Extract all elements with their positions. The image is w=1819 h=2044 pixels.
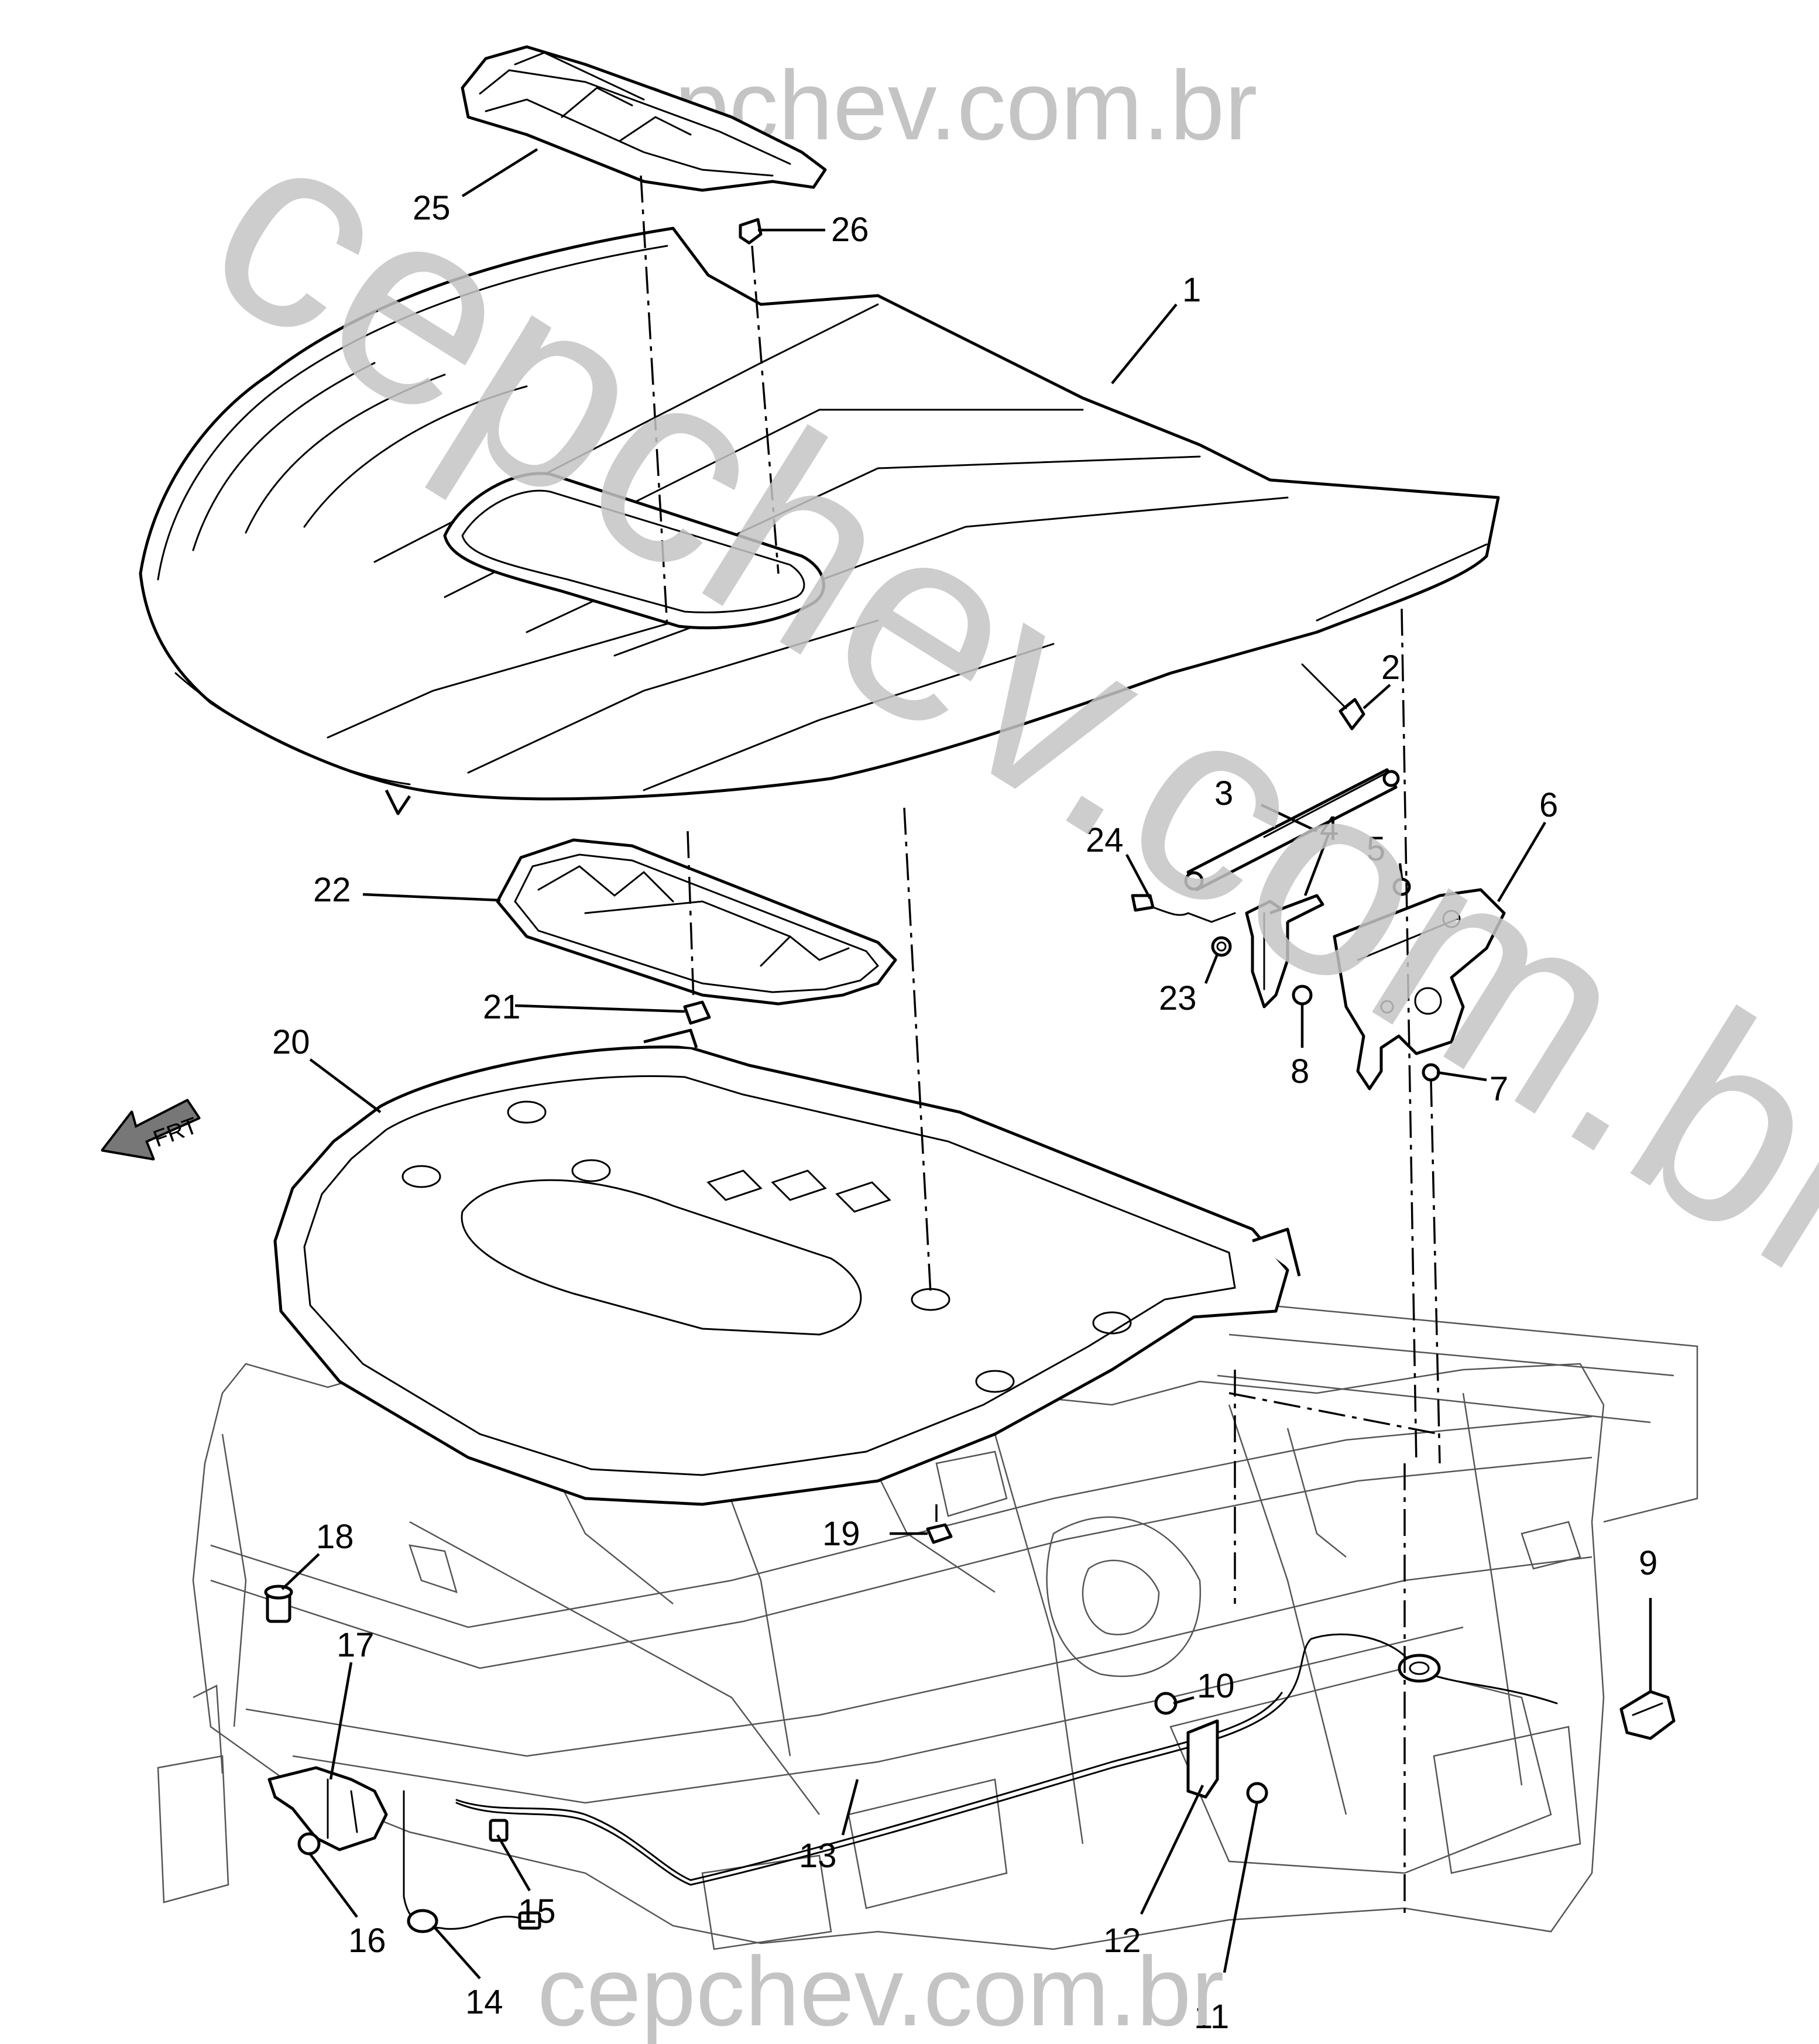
callout-11: 11 — [1194, 1998, 1229, 2036]
callout-6: 6 — [1539, 786, 1558, 824]
callout-12: 12 — [1103, 1922, 1141, 1960]
callout-22: 22 — [313, 871, 351, 909]
callout-1: 1 — [1182, 271, 1201, 309]
callout-14: 14 — [465, 1983, 503, 2021]
watermark-bottom: cepchev.com.br — [537, 1936, 1224, 2044]
callout-4: 4 — [1320, 810, 1338, 848]
callout-labels: 1 2 3 4 5 6 7 8 9 10 11 12 13 14 15 16 1… — [272, 189, 1657, 2036]
callout-8: 8 — [1291, 1052, 1309, 1090]
small-fasteners — [264, 218, 953, 1623]
alignment-lines — [640, 175, 1441, 1914]
callout-21: 21 — [483, 988, 521, 1026]
callout-19: 19 — [822, 1515, 860, 1553]
callout-18: 18 — [316, 1518, 354, 1556]
callout-13: 13 — [799, 1837, 837, 1875]
front-direction-arrow: FRT — [101, 1099, 201, 1161]
callout-9: 9 — [1639, 1544, 1657, 1582]
latch-and-cable — [267, 1633, 1676, 1933]
front-end-structure — [157, 1298, 1698, 1950]
leader-lines — [281, 148, 1652, 1980]
callout-2: 2 — [1381, 649, 1400, 687]
hood-insulator — [273, 1028, 1301, 1506]
callout-16: 16 — [348, 1922, 386, 1960]
callout-17: 17 — [337, 1626, 375, 1664]
hood-panel — [139, 227, 1500, 815]
callout-10: 10 — [1197, 1667, 1235, 1705]
hood-hinge-assembly — [1131, 663, 1506, 1090]
hood-scoop — [461, 45, 827, 192]
callout-23: 23 — [1159, 979, 1197, 1017]
callout-15: 15 — [518, 1892, 556, 1930]
callout-5: 5 — [1367, 830, 1385, 868]
callout-24: 24 — [1086, 821, 1124, 859]
callout-20: 20 — [272, 1023, 310, 1061]
callout-26: 26 — [831, 211, 869, 249]
callout-3: 3 — [1214, 774, 1233, 812]
callout-7: 7 — [1489, 1070, 1508, 1108]
hood-scoop-seal — [496, 838, 897, 1006]
callout-25: 25 — [413, 189, 451, 227]
